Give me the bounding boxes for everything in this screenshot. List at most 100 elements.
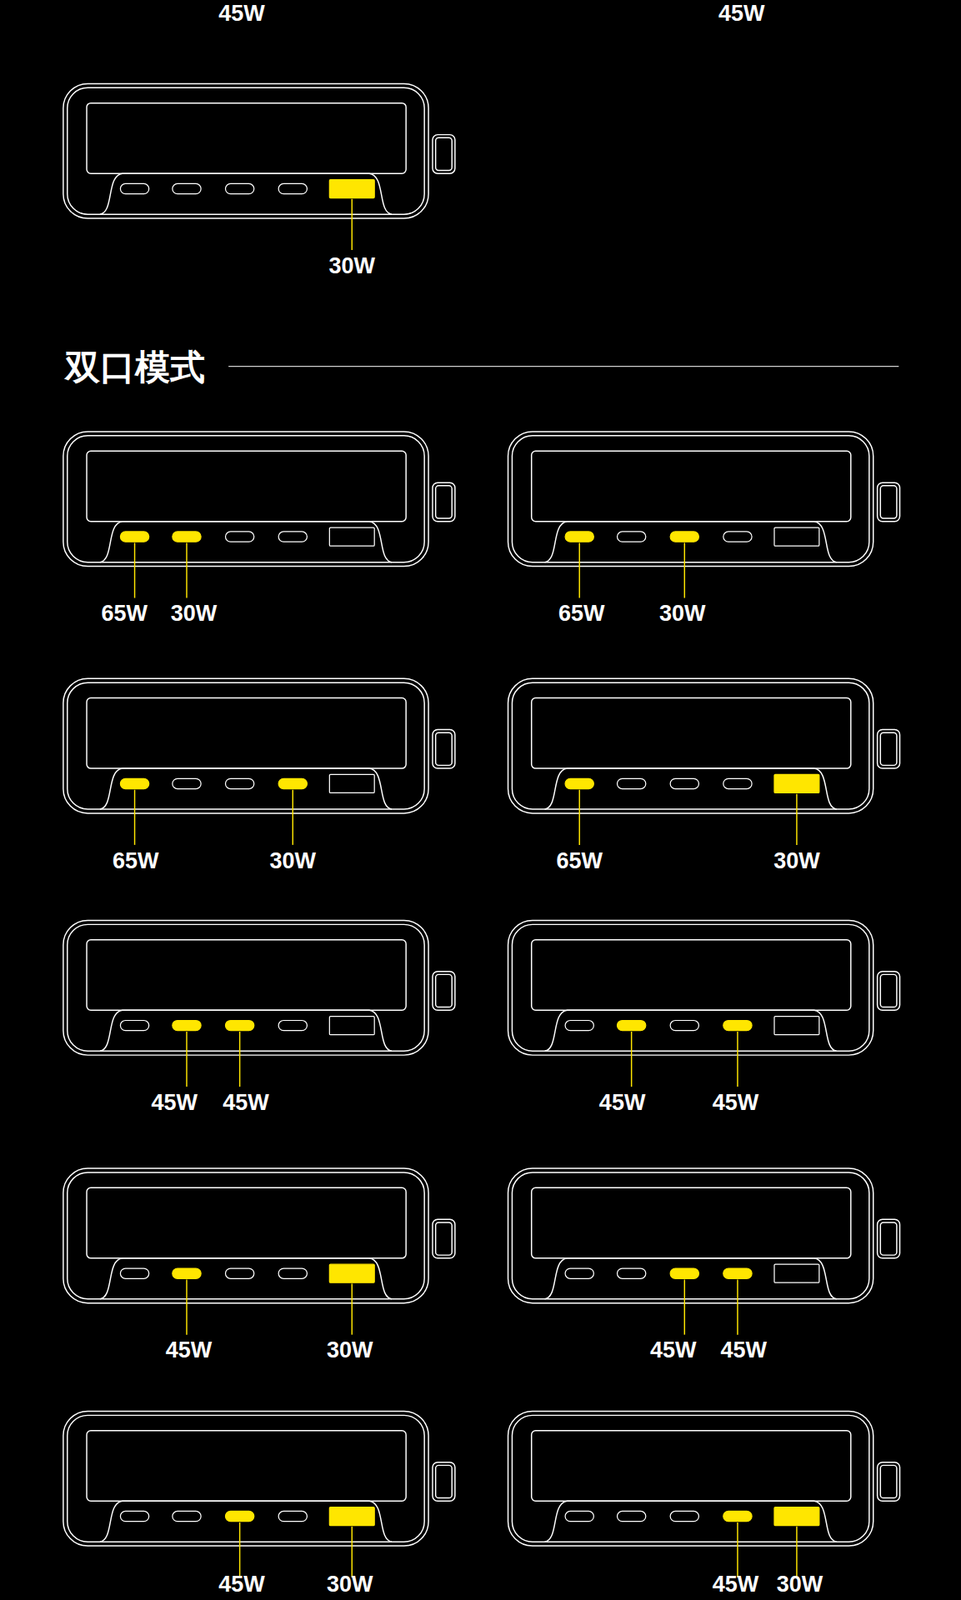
- leader-line: [185, 1031, 187, 1087]
- housing-inner-outline: [511, 435, 869, 563]
- port-panel: [100, 1501, 392, 1542]
- usb-c-port: [565, 1020, 594, 1031]
- housing-outline: [508, 431, 874, 567]
- leader-line: [795, 1526, 797, 1578]
- housing-inner-outline: [67, 1415, 425, 1542]
- usb-c-port: [278, 778, 307, 789]
- leader-line: [684, 542, 686, 598]
- leader-line: [351, 1283, 353, 1335]
- port-panel: [100, 521, 392, 563]
- usb-c-port: [172, 778, 201, 789]
- housing-inner-outline: [67, 1172, 425, 1300]
- leader-line: [351, 1526, 353, 1578]
- power-label: 30W: [270, 850, 317, 873]
- knob: [432, 730, 456, 770]
- charger-device: [508, 678, 901, 846]
- knob: [432, 135, 456, 175]
- knob-inner: [435, 137, 453, 171]
- usb-c-port: [225, 778, 255, 789]
- usb-a-port: [329, 1507, 375, 1527]
- usb-c-port: [670, 1020, 699, 1031]
- usb-c-port: [670, 531, 699, 542]
- housing-inner-outline: [511, 1415, 869, 1542]
- housing-inner-outline: [511, 682, 869, 810]
- knob: [432, 1462, 456, 1502]
- usb-c-port: [278, 1511, 307, 1522]
- usb-c-port: [278, 531, 307, 542]
- knob: [432, 482, 456, 522]
- charger-device: [63, 431, 456, 599]
- usb-c-port: [617, 1268, 646, 1279]
- housing-outline: [63, 1168, 429, 1304]
- usb-a-port: [774, 1016, 820, 1036]
- screen: [86, 940, 406, 1011]
- power-label: 45W: [165, 1339, 213, 1362]
- usb-c-port: [278, 1020, 307, 1031]
- power-label: 45W: [720, 1339, 768, 1362]
- screen: [86, 450, 406, 521]
- leader-line: [239, 1522, 241, 1578]
- power-label: 45W: [599, 1091, 646, 1115]
- power-label: 30W: [326, 1339, 374, 1362]
- knob: [877, 1462, 901, 1502]
- port-panel: [100, 1010, 392, 1052]
- leader-line: [134, 790, 136, 846]
- knob-inner: [880, 732, 897, 766]
- knob: [432, 1219, 456, 1259]
- usb-a-port: [329, 527, 375, 546]
- usb-c-port: [670, 778, 699, 789]
- port-panel: [545, 521, 837, 563]
- knob-inner: [435, 974, 453, 1007]
- housing-outline: [508, 678, 874, 814]
- housing-outline: [63, 1411, 429, 1547]
- power-label: 65W: [101, 602, 149, 626]
- leader-line: [736, 1031, 738, 1087]
- knob-inner: [880, 485, 897, 519]
- screen: [531, 940, 851, 1011]
- usb-c-port: [278, 183, 307, 194]
- usb-c-port: [120, 778, 149, 789]
- screen: [86, 103, 406, 174]
- usb-c-port: [172, 1020, 201, 1031]
- knob: [432, 971, 456, 1012]
- knob-inner: [435, 732, 453, 766]
- leader-line: [795, 794, 797, 846]
- power-label: 45W: [218, 1573, 266, 1597]
- screen: [86, 698, 406, 769]
- charger-device: [63, 1411, 456, 1578]
- housing-outline: [508, 920, 874, 1056]
- usb-c-port: [120, 1268, 149, 1279]
- usb-c-port: [565, 1511, 594, 1522]
- usb-c-port: [172, 1268, 201, 1279]
- power-label: 65W: [555, 850, 603, 873]
- usb-c-port: [723, 531, 752, 542]
- leader-line: [736, 1522, 738, 1578]
- charger-device: [63, 678, 456, 846]
- power-label: 30W: [329, 255, 376, 278]
- knob-inner: [435, 485, 453, 519]
- power-label: 45W: [718, 2, 766, 26]
- screen: [531, 1431, 851, 1502]
- usb-c-port: [172, 531, 201, 542]
- housing-inner-outline: [67, 435, 425, 563]
- usb-c-port: [617, 1020, 646, 1031]
- heading-rule: [228, 365, 899, 367]
- port-panel: [545, 768, 837, 810]
- charger-device: [63, 920, 456, 1087]
- usb-c-port: [723, 1511, 752, 1522]
- charger-device: [508, 1411, 901, 1578]
- housing-inner-outline: [511, 924, 869, 1052]
- usb-c-port: [172, 183, 201, 194]
- usb-a-port: [329, 180, 375, 199]
- usb-c-port: [120, 183, 149, 194]
- usb-a-port: [329, 1264, 375, 1283]
- usb-c-port: [120, 531, 149, 542]
- usb-c-port: [225, 183, 255, 194]
- housing-inner-outline: [67, 87, 425, 215]
- port-panel: [545, 1501, 837, 1542]
- usb-c-port: [225, 1511, 255, 1522]
- usb-c-port: [565, 1268, 594, 1279]
- port-panel: [100, 1258, 392, 1300]
